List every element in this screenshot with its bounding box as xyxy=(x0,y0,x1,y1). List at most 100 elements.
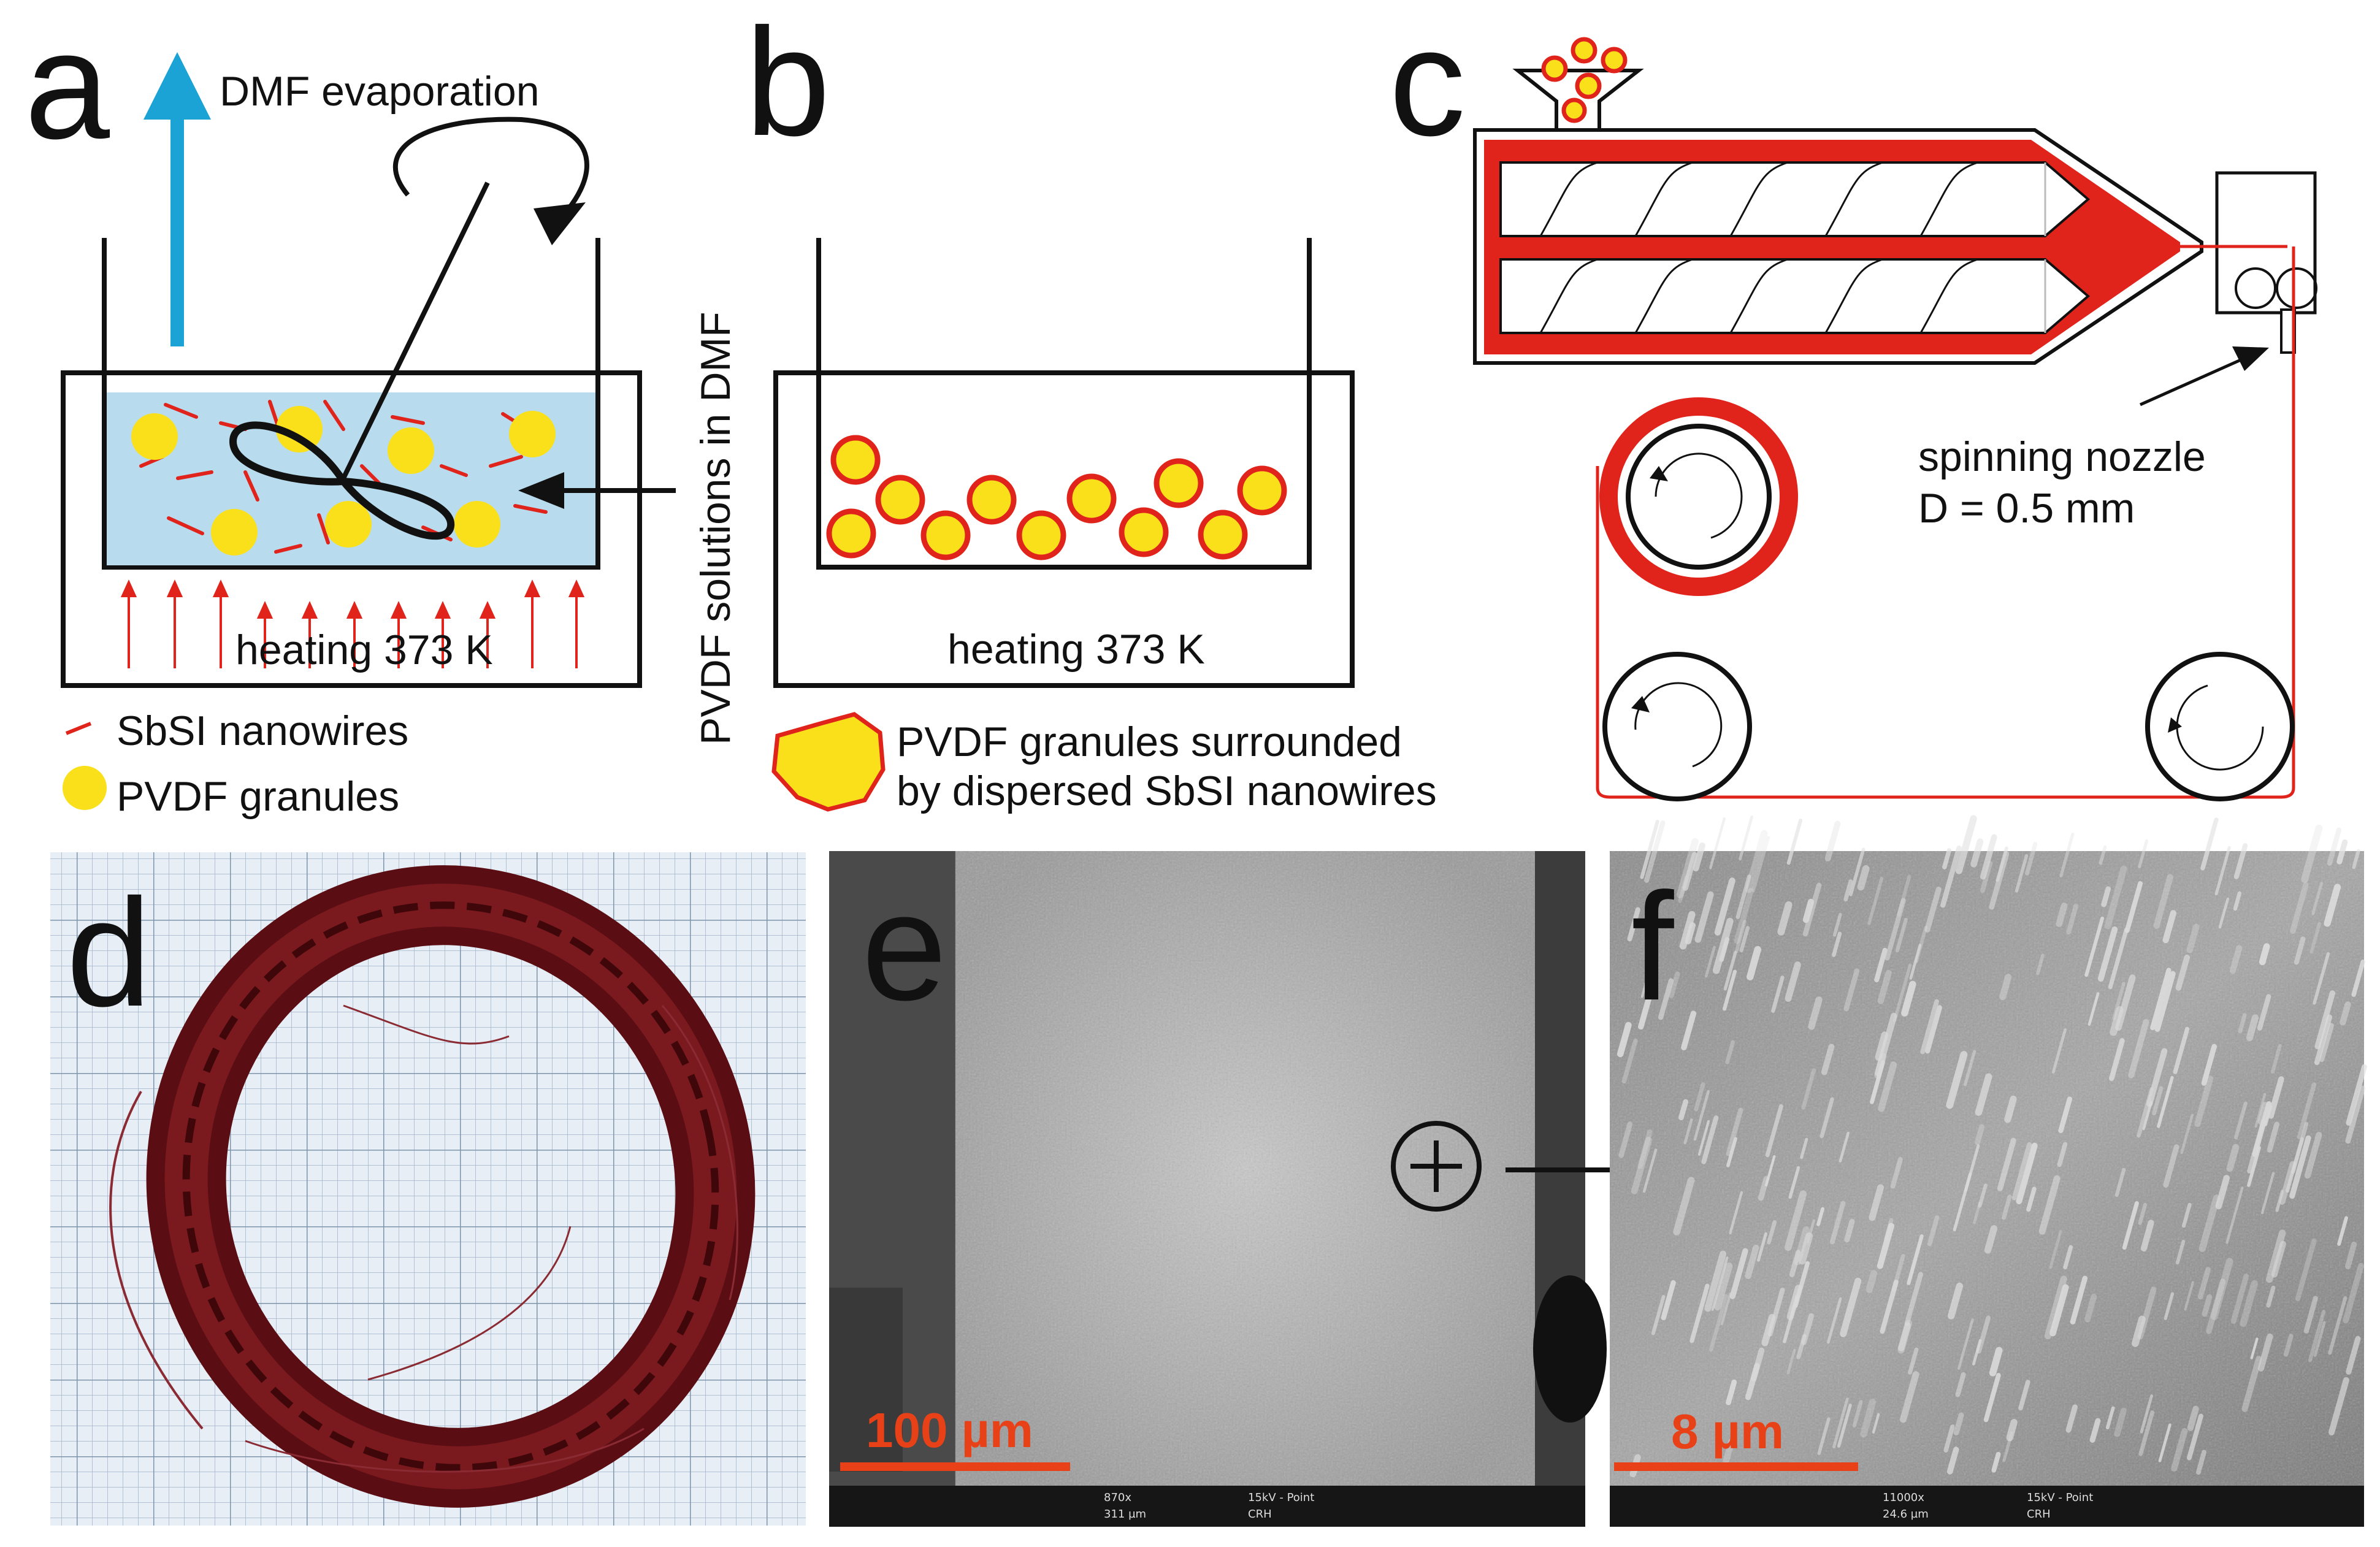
nanowire-streak xyxy=(1957,1318,1974,1370)
panel-letter-f: f xyxy=(1631,861,1674,1032)
nanowire-streak xyxy=(1722,969,1737,1011)
nanowire-streak xyxy=(2313,1321,2326,1357)
nanowire-streak xyxy=(1771,976,1785,1013)
nanowire-streak xyxy=(2175,954,2190,991)
panel-letter-a: a xyxy=(25,0,110,170)
nanowire-streak xyxy=(1785,1190,1807,1251)
nanowire-streak xyxy=(2295,1238,2317,1302)
nanowire-streak xyxy=(1802,898,1815,923)
nanowire-streak xyxy=(1617,1022,1632,1058)
nanowire-streak xyxy=(1726,1379,1737,1405)
nanowire-streak xyxy=(1874,947,1888,983)
nanowire-streak xyxy=(2234,1101,2248,1140)
nanowire-streak xyxy=(1884,898,1906,961)
nanowire-streak xyxy=(1726,1107,1743,1156)
nanowire-streak xyxy=(2265,1229,2286,1283)
panel-b: b heating 373 K PVDF granules surrounded… xyxy=(745,0,1437,814)
legend-granules-label: PVDF granules xyxy=(117,773,399,820)
nanowire-streak xyxy=(1761,1314,1776,1346)
winding-roll-1 xyxy=(1599,397,1798,596)
nanowire-streak xyxy=(1661,1280,1676,1321)
nanowire-streak xyxy=(1627,907,1640,942)
heating-bath xyxy=(61,370,642,688)
nanowire-streak xyxy=(1640,941,1659,998)
nanowire-streak xyxy=(1946,1446,1959,1475)
nanowire-streak xyxy=(1676,838,1699,899)
nanowire-streak xyxy=(2124,881,2143,933)
nanowire-streak xyxy=(1697,1120,1710,1156)
nanowire-streak xyxy=(1892,963,1912,1023)
nanowire-streak xyxy=(2218,897,2230,929)
nozzle-pointer-icon xyxy=(2232,346,2269,371)
nanowire-streak xyxy=(2175,1239,2186,1265)
nanowire-streak xyxy=(2337,1216,2348,1246)
nanowire-streak xyxy=(2346,1335,2361,1375)
panel-letter-e: e xyxy=(862,861,947,1032)
nanowire-streak xyxy=(1693,842,1705,872)
nanowire-streak xyxy=(2200,817,2219,871)
sem-fov-f: 24.6 µm xyxy=(1883,1508,1929,1521)
nanowire-streak xyxy=(2266,1285,2276,1308)
nanowire-streak xyxy=(2044,1275,2067,1340)
nanowire-streak xyxy=(1683,1118,1693,1145)
nanowire-streak xyxy=(2226,1144,2240,1172)
nanowire-streak xyxy=(2214,846,2231,896)
nanowire-streak xyxy=(2162,910,2176,944)
nanowire-streak xyxy=(1745,1363,1760,1400)
heating-label-a: heating 373 K xyxy=(235,627,493,673)
nanowire-streak xyxy=(1999,974,2012,1001)
nanowire-streak xyxy=(2101,886,2111,907)
nanowire-streak xyxy=(1734,888,1754,944)
nanowire-streak xyxy=(1995,846,2008,882)
nanowire-streak xyxy=(2311,882,2323,915)
evaporation-arrow-icon xyxy=(143,52,211,346)
nanowire-streak xyxy=(2058,1096,2073,1134)
nanowire-streak xyxy=(1973,1201,1981,1224)
screw-flights xyxy=(1539,161,1978,334)
nanowire-streak xyxy=(1877,1223,1894,1269)
nanowire-streak xyxy=(1756,1232,1767,1262)
nanowire-streak xyxy=(2346,1064,2367,1126)
sem-det-e: CRH xyxy=(1248,1508,1272,1521)
nanowire-streak xyxy=(1824,820,1841,861)
nanowire-streak xyxy=(2343,1262,2364,1324)
nanowire-streak xyxy=(1843,879,1853,902)
nanowire-streak xyxy=(1837,1404,1852,1448)
nanowire-streak xyxy=(2025,842,2038,876)
nanowire-streak xyxy=(1857,865,1870,891)
nanowire-streak xyxy=(2328,1296,2347,1355)
nanowire-streak xyxy=(1817,1417,1831,1455)
nanowire-streak xyxy=(2104,865,2127,930)
nanowire-streak xyxy=(1798,1232,1813,1265)
nanowire-streak xyxy=(1924,887,1942,933)
heating-arrow-icon xyxy=(301,601,318,668)
nanowire-streak xyxy=(2268,1076,2284,1119)
nanowire-streak xyxy=(2336,839,2348,865)
nanowire-streak xyxy=(1869,1184,1884,1221)
legend-nanowires-label: SbSI nanowires xyxy=(117,708,408,754)
nanowire-streak xyxy=(2229,945,2243,974)
nanowire-streak xyxy=(1729,1248,1748,1299)
heating-bath-b xyxy=(773,370,1355,688)
nanowire-streak xyxy=(2114,1407,2127,1437)
nanowire-streak xyxy=(1747,945,1761,980)
nanowire-streak xyxy=(2201,1044,2217,1086)
nanowire-streak xyxy=(2259,943,2270,966)
nanowire-streak xyxy=(1788,1166,1800,1199)
nanowire-streak xyxy=(2308,1310,2326,1362)
nanowire-streak xyxy=(2059,832,2075,877)
nanowire-streak xyxy=(1808,996,1823,1030)
nanowire-streak xyxy=(1786,819,1803,865)
nanowire-streak xyxy=(2026,1186,2037,1212)
nanowire-streak xyxy=(1739,815,1754,861)
heating-arrow-icon xyxy=(568,579,585,668)
nanowire-streak xyxy=(2271,1044,2282,1074)
nanowire-streak xyxy=(2319,1023,2334,1063)
nanowire-streak xyxy=(2283,1334,2294,1357)
nanowire-streak xyxy=(1821,1044,1835,1075)
beaker-b xyxy=(816,238,1312,570)
nanowire-streak xyxy=(2122,1201,2139,1250)
nanowire-streak xyxy=(1751,836,1770,892)
nanowire-streak xyxy=(2158,1423,2171,1462)
